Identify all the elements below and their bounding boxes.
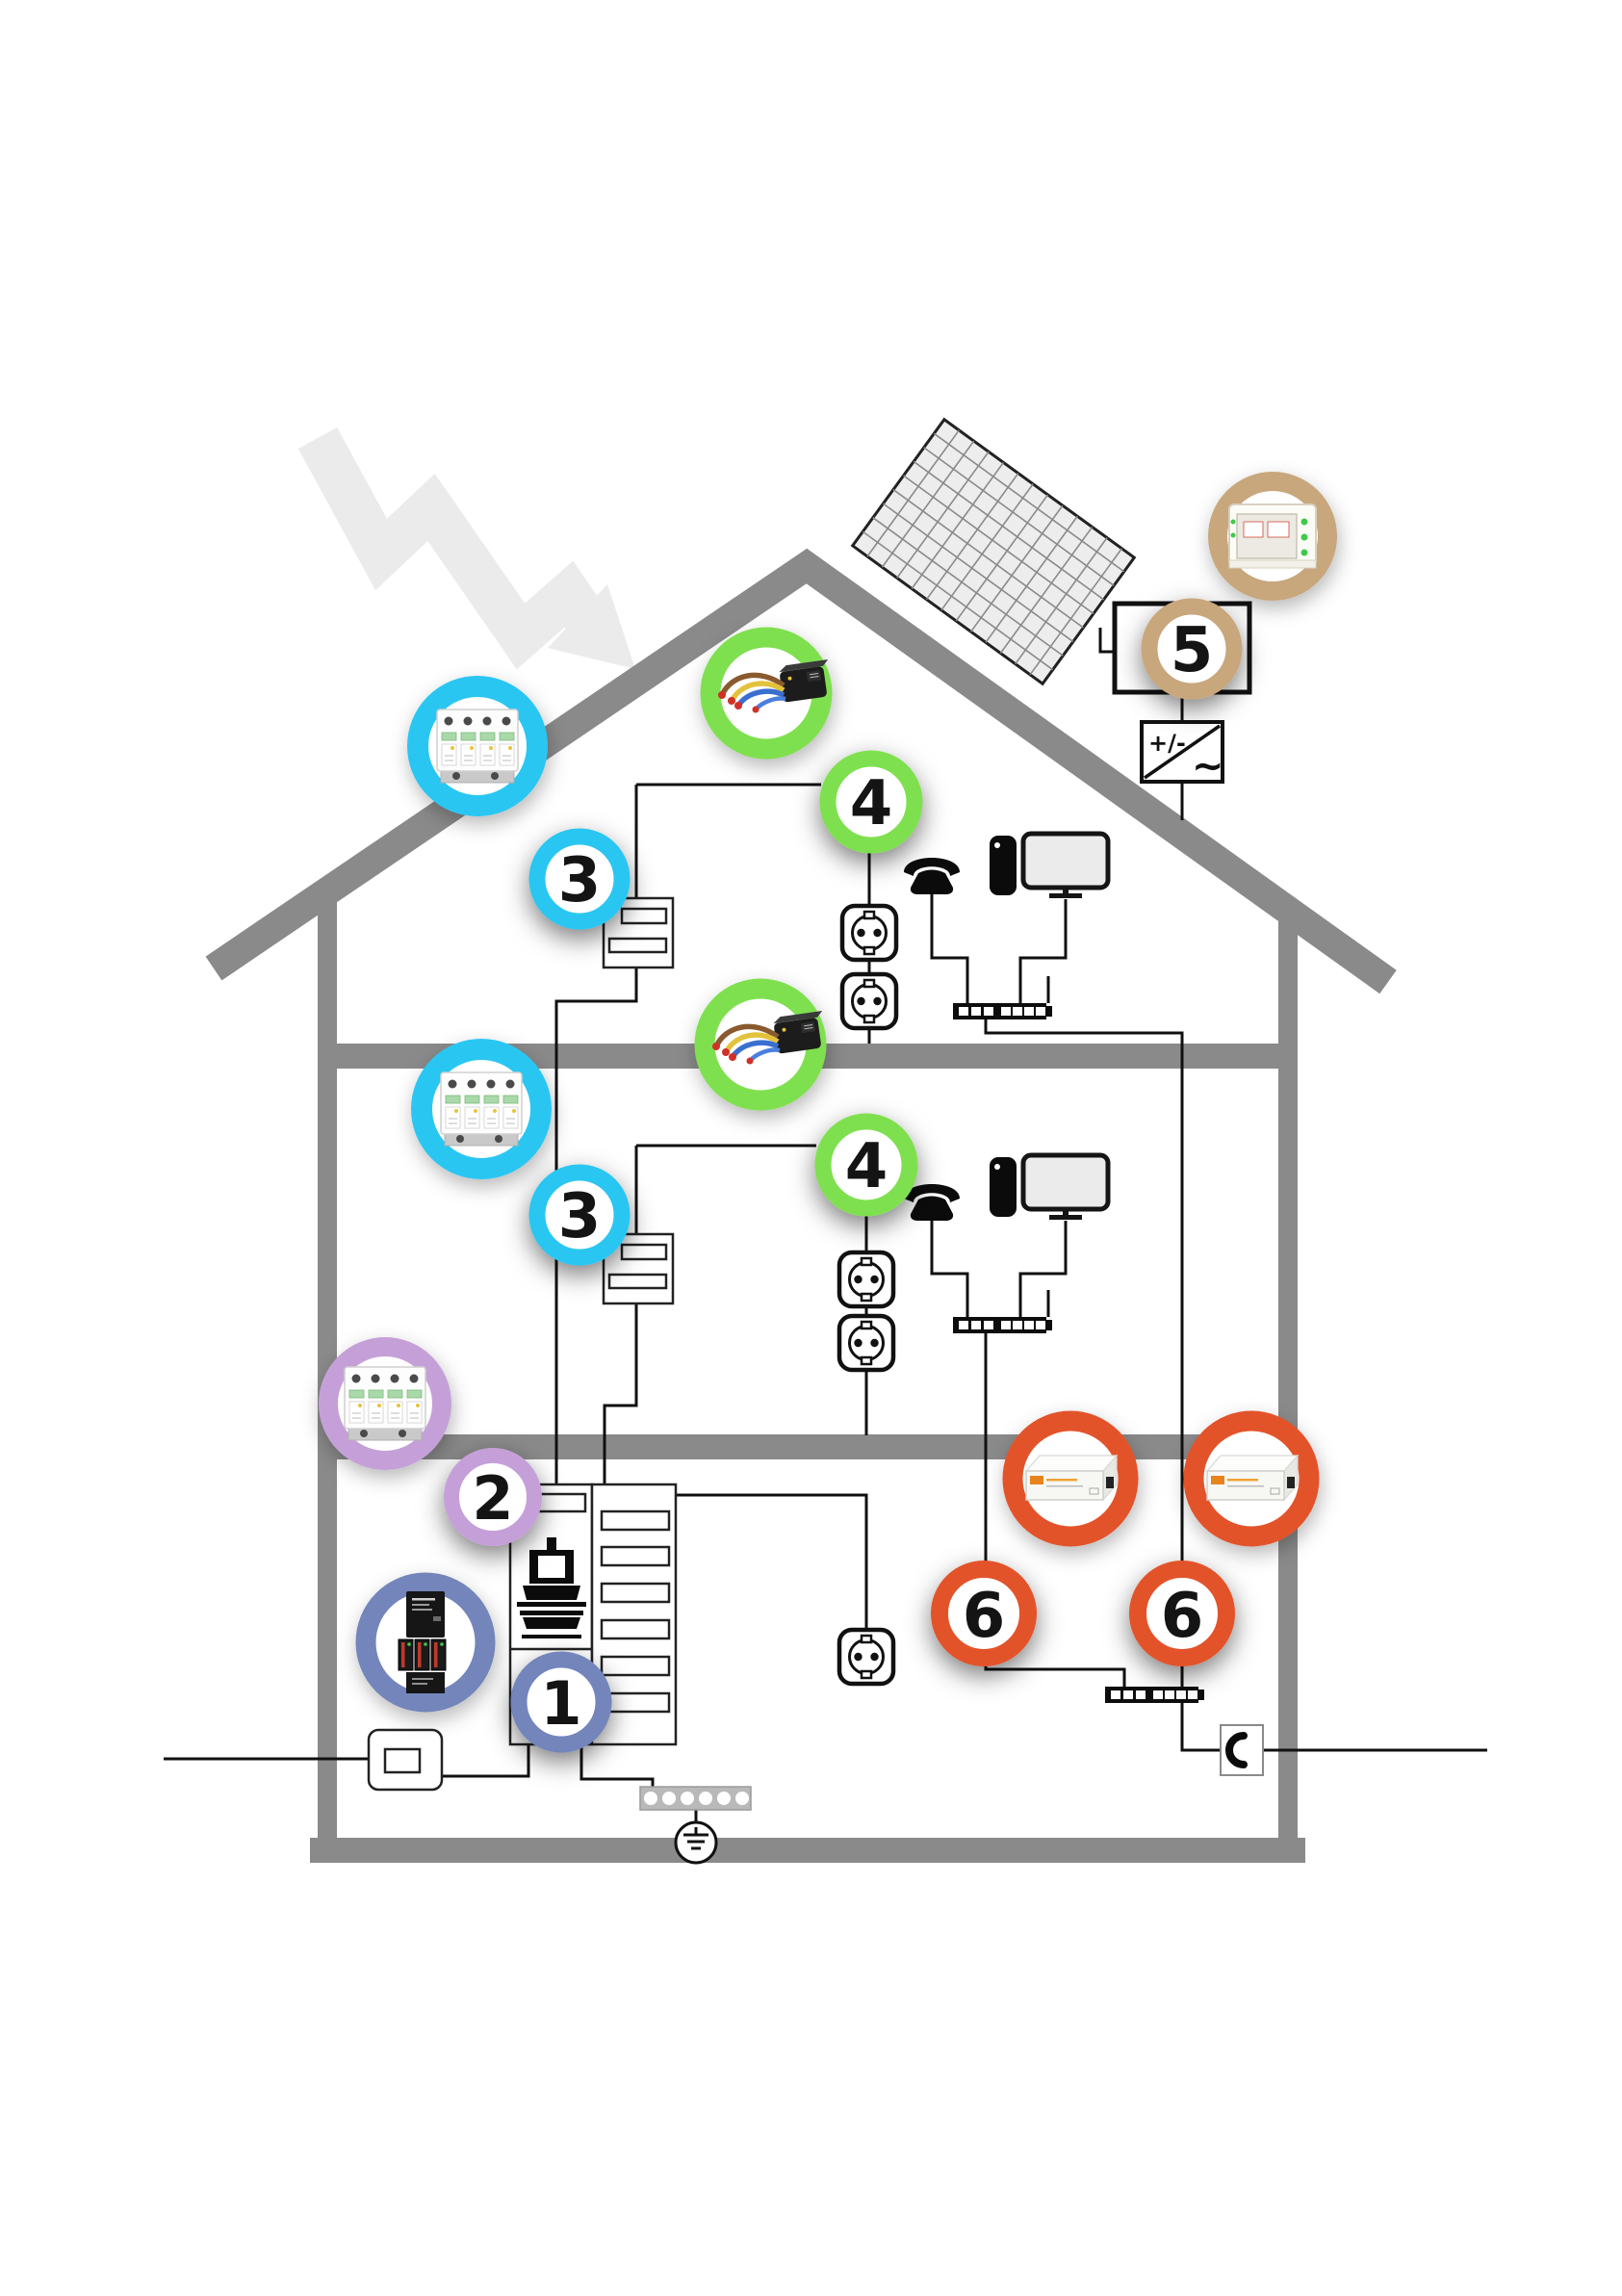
breaker-row (607, 1273, 668, 1290)
smartphone-icon (990, 836, 1017, 895)
callout-1: 1 (510, 1651, 612, 1753)
network-switch-icon (953, 1003, 1052, 1019)
svg-text:2: 2 (472, 1463, 513, 1534)
callout-2: 2 (444, 1448, 542, 1546)
phone-line-entry-icon (1220, 1724, 1264, 1776)
svg-text:3: 3 (558, 1181, 602, 1252)
pv-to-junction-wire (1098, 628, 1115, 654)
svg-text:4: 4 (850, 768, 893, 839)
callout-4-middle: 4 (814, 1113, 918, 1217)
socket-icon (842, 974, 896, 1028)
socket-icon (839, 1630, 893, 1684)
data-line-protector-icon (1025, 1455, 1118, 1501)
service-entrance-box (367, 1728, 444, 1792)
mid-monitor-wire (1018, 1221, 1068, 1317)
monitor-icon (1023, 834, 1108, 898)
callout-4-attic: 4 (819, 750, 923, 854)
solar-panel-icon (850, 417, 1137, 686)
attic-phone-wire (930, 894, 969, 1003)
board-to-earthbar-wire (579, 1744, 698, 1822)
mid-sub-board-wire (603, 1144, 816, 1484)
socket-icon (839, 1252, 893, 1306)
socket-icon (842, 906, 896, 960)
attic-monitor-wire (1018, 899, 1068, 1003)
inverter-ac-label: ~ (1192, 744, 1224, 788)
breaker-row (600, 1509, 671, 1532)
socket-icon (839, 1316, 893, 1370)
telephone-icon (904, 1184, 960, 1221)
surge-arrester-4pole-icon (436, 709, 519, 784)
svg-text:6: 6 (963, 1581, 1006, 1652)
svg-text:5: 5 (1171, 615, 1214, 686)
board-to-socket-wire (676, 1493, 868, 1630)
svg-text:3: 3 (558, 845, 602, 916)
svg-text:6: 6 (1161, 1581, 1204, 1652)
callout-6-left: 6 (931, 1561, 1037, 1666)
surge-arrester-4pole-icon (344, 1366, 426, 1441)
mid-phone-wire (930, 1221, 969, 1317)
surge-arrester-4pole-icon (440, 1071, 523, 1147)
callout-3-middle: 3 (528, 1164, 631, 1266)
breaker-row (600, 1545, 671, 1567)
svg-text:1: 1 (540, 1668, 581, 1739)
earth-bar-icon (639, 1786, 752, 1811)
network-switch-icon (953, 1317, 1052, 1333)
patchpanel-to-phoneline-wire (1180, 1702, 1487, 1752)
smartphone-icon (990, 1157, 1017, 1217)
telephone-icon (904, 858, 960, 894)
ground-symbol-icon (674, 1820, 718, 1865)
inverter-dc-label: +/- (1148, 730, 1186, 757)
data-line-protector-icon (1206, 1455, 1299, 1501)
lightning-arrow-icon (297, 426, 635, 670)
callout-3-attic: 3 (528, 828, 631, 930)
inverter-icon: +/- ~ (1140, 720, 1224, 788)
callout-6-right: 6 (1129, 1561, 1235, 1666)
main-distribution-board (590, 1483, 678, 1746)
breaker-row (620, 907, 668, 925)
roof (205, 548, 1397, 994)
pv-protection-enclosure-icon (1228, 503, 1317, 569)
breaker-row (600, 1582, 671, 1604)
patch-panel-icon (1105, 1687, 1204, 1703)
mains-incoming-wire (164, 1744, 530, 1778)
breaker-row (607, 937, 668, 954)
breaker-row (600, 1691, 671, 1714)
breaker-row (620, 1243, 668, 1261)
breaker-row (600, 1618, 671, 1640)
monitor-icon (1023, 1155, 1108, 1220)
svg-text:4: 4 (845, 1131, 888, 1202)
callout-5: 5 (1141, 598, 1243, 700)
attic-network-backbone (984, 1019, 1184, 1687)
breaker-row (600, 1655, 671, 1677)
switch-to-patchpanel-wire (984, 1333, 1126, 1687)
